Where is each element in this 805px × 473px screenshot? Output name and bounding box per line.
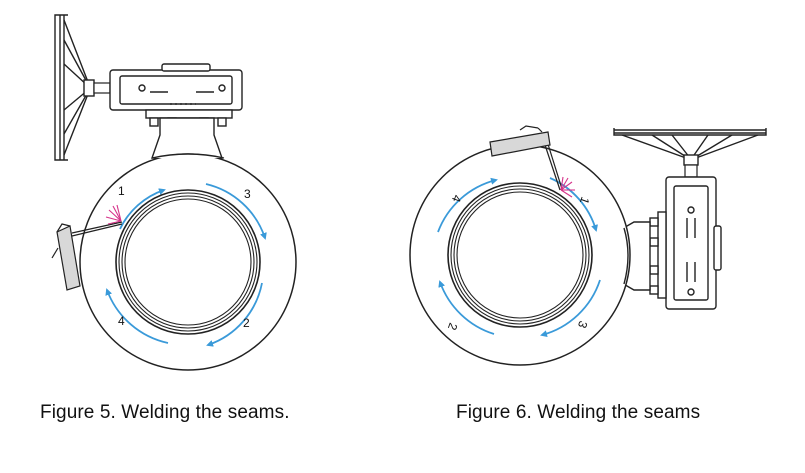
- seam-label-4: 4: [449, 193, 465, 204]
- figure-5: 1 2 3 4 Figure 5. Welding the seams.: [0, 0, 402, 473]
- weld-spark: [560, 176, 575, 198]
- valve-weld-diagram-5: 1 2 3 4: [51, 14, 297, 371]
- valve-body: [409, 144, 631, 366]
- seam-label-1: 1: [118, 184, 125, 198]
- figure-5-caption: Figure 5. Welding the seams.: [40, 402, 290, 423]
- figure-6: 1 2 3 4 Figure 6. Welding the seams: [402, 0, 804, 473]
- gearbox: [109, 63, 243, 127]
- seam-arrow-2: [206, 282, 263, 347]
- valve-neck: [151, 117, 223, 159]
- welding-torch: [51, 221, 123, 291]
- seam-label-1: 1: [577, 195, 593, 206]
- valve-bore: [115, 189, 261, 335]
- valve-body: [79, 153, 297, 371]
- weld-spark: [105, 204, 122, 225]
- seam-arrow-4: [105, 288, 169, 344]
- seam-label-2: 2: [445, 321, 461, 332]
- seam-arrows: [105, 183, 267, 347]
- seam-arrow-3: [205, 183, 267, 240]
- handwheel: [54, 14, 95, 161]
- seam-label-4: 4: [118, 314, 125, 328]
- seam-label-3: 3: [244, 187, 251, 201]
- seam-arrow-4: [437, 177, 498, 233]
- seam-arrow-1: [119, 188, 166, 230]
- seam-arrow-3: [540, 279, 601, 338]
- seam-arrow-2: [438, 280, 495, 335]
- shaft: [684, 164, 698, 178]
- seam-label-2: 2: [243, 316, 250, 330]
- gearbox: [649, 176, 722, 310]
- figure-6-caption: Figure 6. Welding the seams: [456, 402, 701, 423]
- seam-label-3: 3: [575, 319, 591, 330]
- handwheel: [613, 128, 767, 166]
- welding-torch: [489, 125, 563, 191]
- shaft: [93, 82, 111, 94]
- valve-weld-diagram-6: 1 2 3 4: [409, 125, 767, 366]
- valve-bore: [447, 182, 593, 328]
